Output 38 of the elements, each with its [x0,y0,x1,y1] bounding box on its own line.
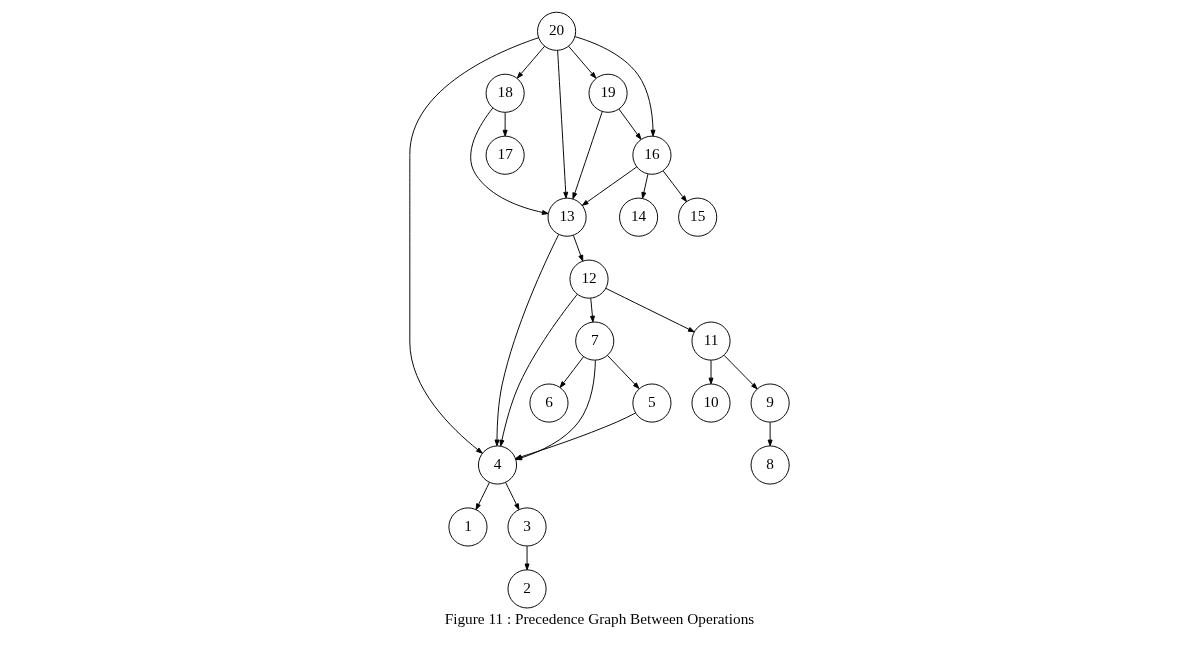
arrow [572,110,603,200]
arrow [559,356,584,388]
arrow [470,107,549,215]
arrow [505,481,520,511]
arrow [641,173,649,199]
node-circle: 16 [632,135,672,175]
arrow [618,108,642,140]
node-circle: 11 [691,321,731,361]
arrow [494,234,560,447]
node-circle: 3 [507,507,547,547]
node-circle: 8 [750,445,790,485]
node-circle: 2 [507,569,547,609]
arrow [516,45,546,79]
arrow [557,50,569,199]
arrow [499,293,578,447]
arrow [572,235,584,262]
arrow [475,481,490,511]
arrow [568,45,597,79]
arrow [590,297,595,323]
arrow [723,354,758,390]
node-circle: 10 [691,383,731,423]
node-circle: 17 [485,135,525,175]
node-circle: 14 [619,197,659,237]
caption: Figure 11 : Precedence Graph Between Operations [444,610,755,627]
arrow [606,354,640,389]
node-circle: 1 [448,507,488,547]
arrow [581,166,638,206]
node-circle: 12 [569,259,609,299]
arrow [708,359,714,385]
node-circle: 20 [537,11,577,51]
arrow [662,170,687,203]
arrow [409,37,540,454]
node-circle: 7 [575,321,615,361]
arrow [574,36,656,137]
arrow [502,112,508,137]
arrow [605,287,695,333]
arrow [767,421,773,447]
arrow [524,545,530,571]
